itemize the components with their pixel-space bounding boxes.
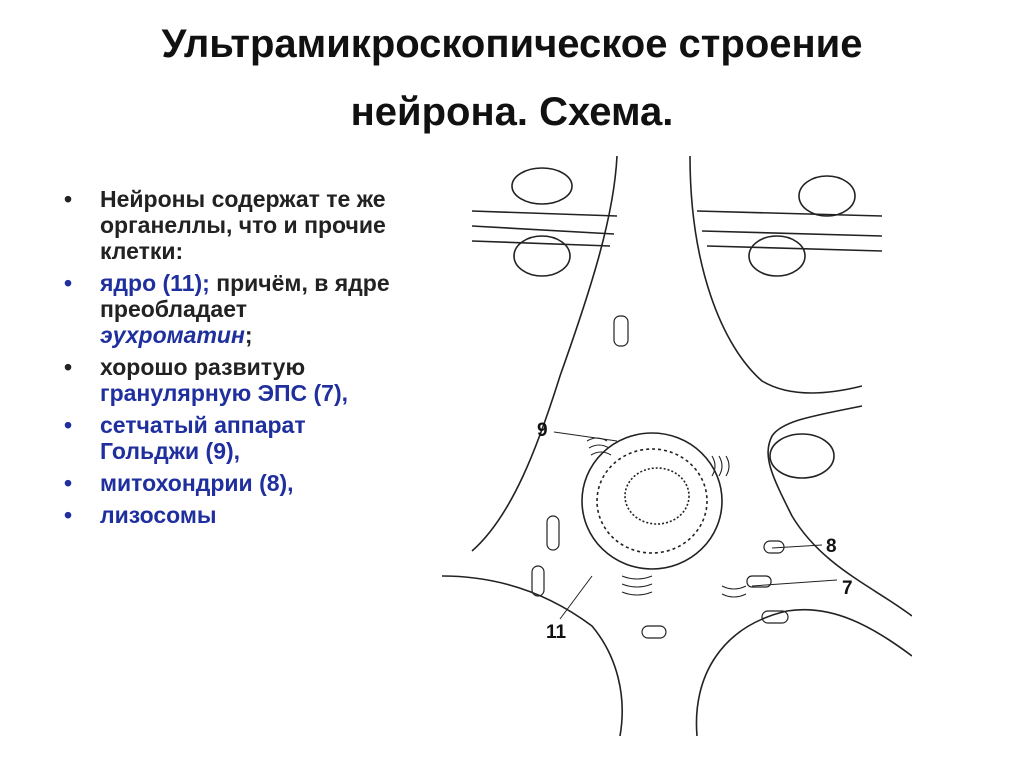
- bullet-marker: •: [64, 270, 73, 296]
- bullet-text-mitochondria: митохондрии (8),: [100, 470, 294, 496]
- nucleus-envelope: [581, 432, 723, 570]
- bullet-text-nucleus-rest: причём, в ядре преобладает: [100, 270, 390, 322]
- bullet-text-nucleus: ядро (11);: [100, 270, 210, 296]
- callout-11: 11: [546, 622, 567, 643]
- bullet-marker: •: [64, 186, 73, 212]
- bullet-mitochondria: • митохондрии (8),: [60, 470, 390, 496]
- callout-9: 9: [537, 420, 548, 441]
- nucleolus: [624, 467, 690, 525]
- callout-7: 7: [842, 578, 853, 599]
- bullet-text-lysosomes: лизосомы: [100, 502, 217, 528]
- bullet-marker: •: [64, 502, 73, 528]
- bullet-er: • хорошо развитую гранулярную ЭПС (7),: [60, 354, 390, 406]
- bullet-text-er-black: хорошо развитую: [100, 354, 306, 380]
- bullet-marker: •: [64, 470, 73, 496]
- callout-leader-lines: [553, 431, 838, 620]
- fiber-bundle-left: [471, 210, 618, 247]
- bullet-text-golgi: сетчатый аппарат Гольджи (9),: [100, 412, 306, 464]
- bullet-text-er-blue: гранулярную ЭПС (7),: [100, 380, 348, 406]
- neuron-outline: [442, 156, 912, 736]
- synapse-right: [748, 235, 806, 277]
- fiber-bundle-right: [696, 210, 883, 252]
- bullet-marker: •: [64, 354, 73, 380]
- synapse-top-left: [511, 167, 573, 205]
- synapse-top-right: [798, 175, 856, 217]
- nucleus-inner: [596, 448, 708, 554]
- bullet-marker: •: [64, 412, 73, 438]
- mitochondria-group: [531, 315, 789, 639]
- callout-8: 8: [826, 536, 837, 557]
- bullet-nucleus: • ядро (11); причём, в ядре преобладает …: [60, 270, 390, 348]
- bullet-text-nucleus-end: ;: [244, 322, 253, 348]
- neuron-schematic-diagram: [442, 156, 912, 736]
- bullet-text-euchromatin: эухроматин: [100, 322, 245, 348]
- slide-title-line2: нейрона. Схема.: [350, 90, 674, 134]
- bullet-list: • Нейроны содержат те же органеллы, что …: [60, 186, 390, 534]
- bullet-lysosomes: • лизосомы: [60, 502, 390, 528]
- synapse-left: [513, 235, 571, 277]
- golgi-er-stacks: [586, 437, 747, 598]
- bullet-golgi: • сетчатый аппарат Гольджи (9),: [60, 412, 390, 464]
- bullet-organelles: • Нейроны содержат те же органеллы, что …: [60, 186, 390, 264]
- synapse-side-right: [769, 433, 835, 479]
- bullet-text-organelles: Нейроны содержат те же органеллы, что и …: [100, 186, 386, 264]
- slide-title-line1: Ультрамикроскопическое строение: [161, 22, 863, 66]
